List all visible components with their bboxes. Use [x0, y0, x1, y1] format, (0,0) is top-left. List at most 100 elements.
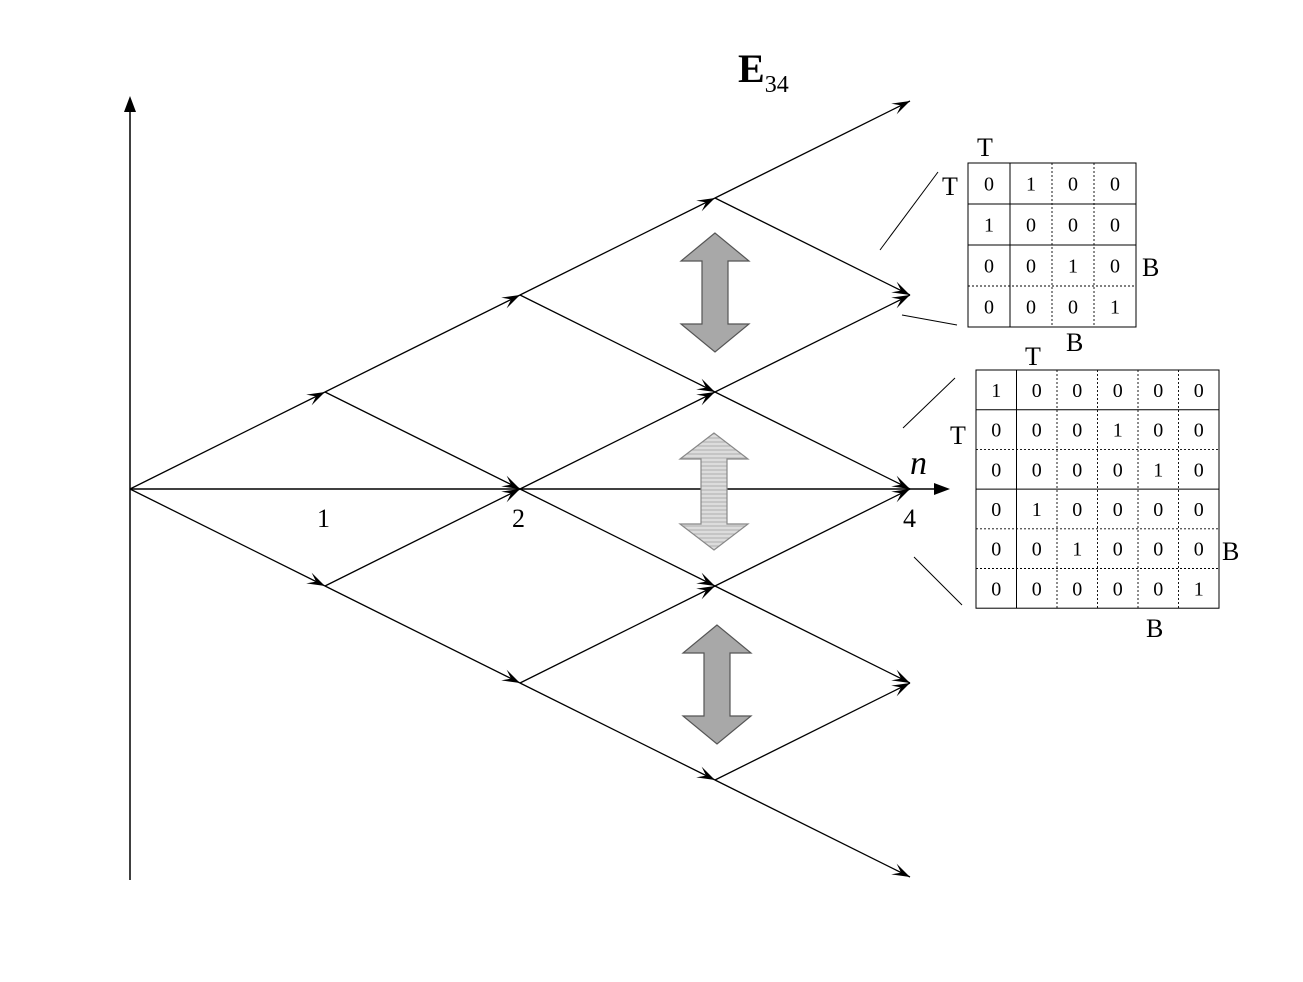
lattice-edge-2-4-down	[519, 294, 716, 393]
matrix-6x6-cell: 0	[1113, 459, 1123, 481]
matrix-4x4-cell: 0	[1026, 256, 1036, 278]
diagram-title: E34	[738, 46, 789, 98]
matrix-6x6-left-label: T	[950, 421, 966, 450]
matrix-4x4-cell: 0	[1026, 215, 1036, 237]
matrix-6x6-cell: 0	[1194, 459, 1204, 481]
lattice-edge-3-2-down	[714, 585, 911, 684]
matrix-6x6-cell: 0	[991, 578, 1001, 600]
lattice-edge-1-0-up-head	[501, 489, 520, 503]
matrix-6x6-cell: 0	[1032, 380, 1042, 402]
lattice-edge-3-0-up	[714, 682, 911, 781]
matrix-6x6-cell: 0	[1113, 578, 1123, 600]
title-subscript: 34	[765, 72, 789, 98]
double-arrow-top	[679, 232, 751, 353]
lattice-edge-2-0-down-head	[696, 766, 715, 780]
title-main: E	[738, 46, 765, 91]
matrix-6x6-cell: 0	[1072, 499, 1082, 521]
lattice-edge-3-6-up	[714, 100, 911, 199]
lattice-edge-2-2-up-head	[696, 392, 715, 406]
matrix-4x4-cell: 1	[1026, 174, 1036, 196]
lattice-edge-3-2-down-head	[891, 669, 910, 683]
matrix-6x6-cell: 0	[991, 420, 1001, 442]
matrix-4x4-cell: 0	[1026, 297, 1036, 319]
lattice-edge-1-2-up-head	[501, 295, 520, 309]
callout-line-6x6-top	[902, 377, 956, 429]
lattice-edge-3-6-down-head	[891, 281, 910, 295]
matrix-6x6-cell: 0	[991, 499, 1001, 521]
callout-line-6x6-bottom	[913, 556, 963, 606]
lattice-edge-0-0-down-head	[306, 572, 325, 586]
lattice-edge-0-0-up	[129, 391, 326, 490]
lattice-edge-3-4-up-head	[891, 295, 910, 309]
double-arrow-bottom	[681, 624, 753, 745]
lattice-edge-2-2-down-head	[696, 572, 715, 586]
lattice-edge-2-0-down	[519, 682, 716, 781]
matrix-6x6-cell: 0	[1113, 499, 1123, 521]
matrix-6x6-cell: 0	[1153, 420, 1163, 442]
matrix-6x6-cell: 1	[1072, 539, 1082, 561]
lattice-edges	[129, 100, 911, 878]
lattice-edge-2-4-up-head	[696, 198, 715, 212]
matrix-6x6-cell: 0	[1072, 578, 1082, 600]
matrix-6x6-cell: 0	[1194, 420, 1204, 442]
matrix-6x6-cell: 1	[1153, 459, 1163, 481]
lattice-edge-2-4-down-head	[696, 378, 715, 392]
matrix-6x6-top-label: T	[1025, 342, 1041, 371]
vertical-axis	[124, 96, 136, 880]
lattice-edge-1-0-down	[324, 585, 521, 684]
lattice-edge-3-6-up-head	[891, 101, 910, 115]
lattice-edge-3-4-up	[714, 294, 911, 393]
matrix-4x4-cell: 1	[1068, 256, 1078, 278]
matrix-6x6-cell: 0	[1072, 420, 1082, 442]
lattice-edge-0-0-up-head	[306, 392, 325, 406]
lattice-edge-3-2-up-head	[891, 489, 910, 503]
matrix-6x6-cell: 0	[1194, 499, 1204, 521]
matrix-6x6-cell: 0	[1072, 380, 1082, 402]
lattice-edge-1-0-down-head	[501, 669, 520, 683]
matrix-4x4-cell: 0	[1110, 215, 1120, 237]
matrix-6x6-cell: 0	[1032, 459, 1042, 481]
matrix-4x4-cell: 0	[1110, 174, 1120, 196]
axis-tick-1: 1	[317, 504, 330, 533]
lattice-edge-1-2-down	[324, 391, 521, 490]
lattice-edge-3-4-down	[714, 391, 911, 490]
matrix-6x6-cell: 0	[1113, 539, 1123, 561]
matrix-6x6-cell: 1	[1113, 420, 1123, 442]
lattice-edge-3-0-down	[714, 779, 911, 878]
lattice-edge-2-0-up-head	[696, 586, 715, 600]
axis-tick-2: 2	[512, 504, 525, 533]
matrix-6x6-cell: 0	[1153, 380, 1163, 402]
matrix-6x6-cell: 1	[991, 380, 1001, 402]
lattice-edge-1-2-up	[324, 294, 521, 393]
n-axis-label: n	[910, 445, 927, 482]
matrix-4x4-left-label: T	[942, 172, 958, 201]
matrix-6x6-cell: 0	[1113, 380, 1123, 402]
matrix-6x6-cell: 0	[1194, 539, 1204, 561]
lattice-edge-2-4-up	[519, 197, 716, 296]
matrix-4x4-cell: 1	[984, 215, 994, 237]
matrix-4x4-bottom-label: B	[1066, 328, 1083, 357]
matrix-4x4-right-label: B	[1142, 253, 1159, 282]
double-arrow-middle	[678, 432, 750, 551]
matrix-4x4-cell: 0	[1068, 174, 1078, 196]
matrix-4x4-cell: 1	[1110, 297, 1120, 319]
lattice-edge-2-2-down	[519, 488, 716, 587]
matrix-6x6-cell: 0	[991, 539, 1001, 561]
lattice-edge-3-2-up	[714, 488, 911, 587]
lattice-edge-3-4-down-head	[891, 475, 910, 489]
matrix-6x6-bottom-label: B	[1146, 614, 1163, 643]
matrix-4x4-cell: 0	[1068, 215, 1078, 237]
lattice-edge-3-0-up-head	[891, 683, 910, 697]
matrix-4x4-cell: 0	[984, 256, 994, 278]
lattice-edge-2-0-up	[519, 585, 716, 684]
lattice-edge-3-6-down	[714, 197, 911, 296]
lattice-edge-1-0-up	[324, 488, 521, 587]
matrix-6x6-cell: 0	[1153, 578, 1163, 600]
matrix-4x4-cell: 0	[1110, 256, 1120, 278]
matrix-6x6-cell: 0	[1194, 380, 1204, 402]
